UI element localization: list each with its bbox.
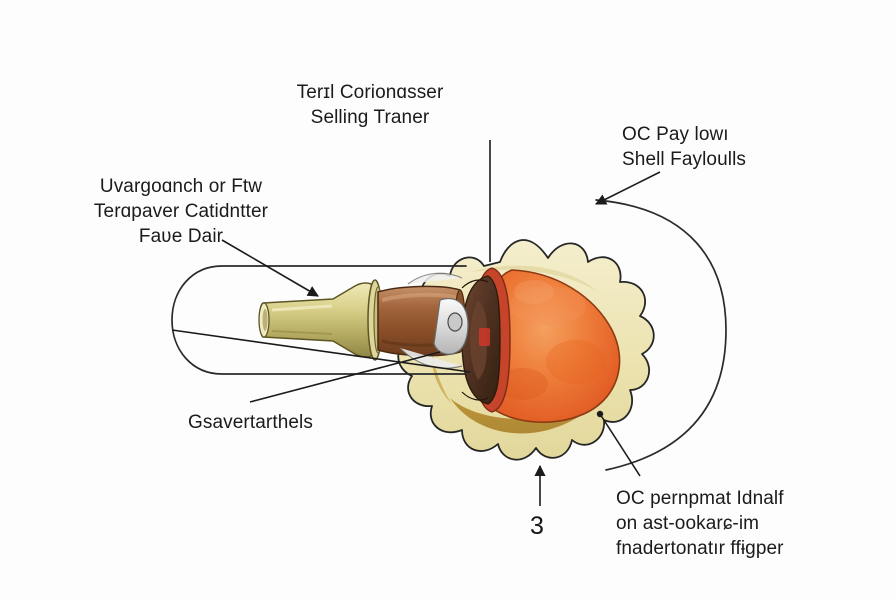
leader-bottom-left-aux <box>171 329 471 373</box>
orange-core <box>489 269 621 423</box>
leader-left <box>221 239 319 297</box>
leader-lines <box>171 140 661 506</box>
outer-arc <box>595 199 727 471</box>
metal-joint <box>399 272 469 369</box>
callout-number-3: 3 <box>530 512 544 540</box>
brass-nozzle <box>258 279 383 361</box>
leader-bottom-right <box>599 413 641 477</box>
dark-collar-ring <box>461 267 511 413</box>
leader-bottom-left <box>249 351 441 403</box>
leader-top-right <box>594 171 661 205</box>
outer-capsule-tube <box>171 265 467 375</box>
